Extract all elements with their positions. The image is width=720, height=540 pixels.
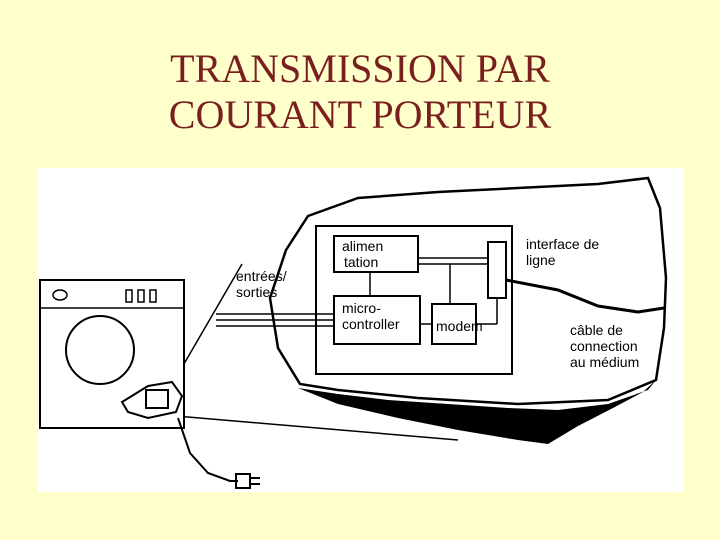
- label-microcontroller: micro- controller: [342, 300, 400, 332]
- label-interface: interface de: [526, 236, 600, 252]
- label-cable-3: au médium: [570, 354, 640, 370]
- power-cord: [177, 417, 238, 482]
- label-entrees-sorties: entrées/ sorties: [236, 268, 287, 300]
- label-controller: controller: [342, 316, 400, 332]
- machine-button: [52, 289, 68, 301]
- label-cable-2: connection: [570, 338, 638, 354]
- machine-control-3: [149, 289, 157, 303]
- machine-door: [65, 315, 135, 385]
- label-sorties: sorties: [236, 284, 278, 300]
- alimentation-box: [333, 235, 419, 273]
- bubble-shadow: [298, 380, 656, 444]
- label-cable: câble de connection au médium: [570, 322, 639, 370]
- plug-icon: [235, 473, 260, 489]
- label-alimentation-2: tation: [344, 254, 379, 270]
- zoom-circle: [120, 380, 184, 420]
- title-line-2: COURANT PORTEUR: [168, 92, 552, 137]
- label-alimentation-1: alimen: [342, 238, 384, 254]
- label-entrees: entrées/: [236, 268, 287, 284]
- diagram-drawing: [39, 176, 668, 489]
- medium-cable: [505, 278, 665, 314]
- line-interface-box: [487, 241, 507, 299]
- label-modem: modem: [436, 318, 483, 334]
- title-line-1: TRANSMISSION PAR: [170, 46, 550, 91]
- power-line-diagram: alimen tation entrées/ sorties micro- co…: [38, 168, 684, 492]
- slide-title: TRANSMISSION PAR COURANT PORTEUR: [0, 46, 720, 138]
- label-micro: micro-: [342, 300, 381, 316]
- module-box: [145, 389, 169, 409]
- machine-control-1: [125, 289, 133, 303]
- system-box: [315, 225, 513, 375]
- label-alimentation: alimen tation: [342, 238, 383, 270]
- machine-control-2: [137, 289, 145, 303]
- zoom-ray-bottom: [175, 415, 459, 441]
- label-ligne: ligne: [526, 252, 556, 268]
- label-cable-1: câble de: [570, 322, 623, 338]
- bubble-outline: [268, 176, 668, 406]
- label-interface-ligne: interface de ligne: [526, 236, 599, 268]
